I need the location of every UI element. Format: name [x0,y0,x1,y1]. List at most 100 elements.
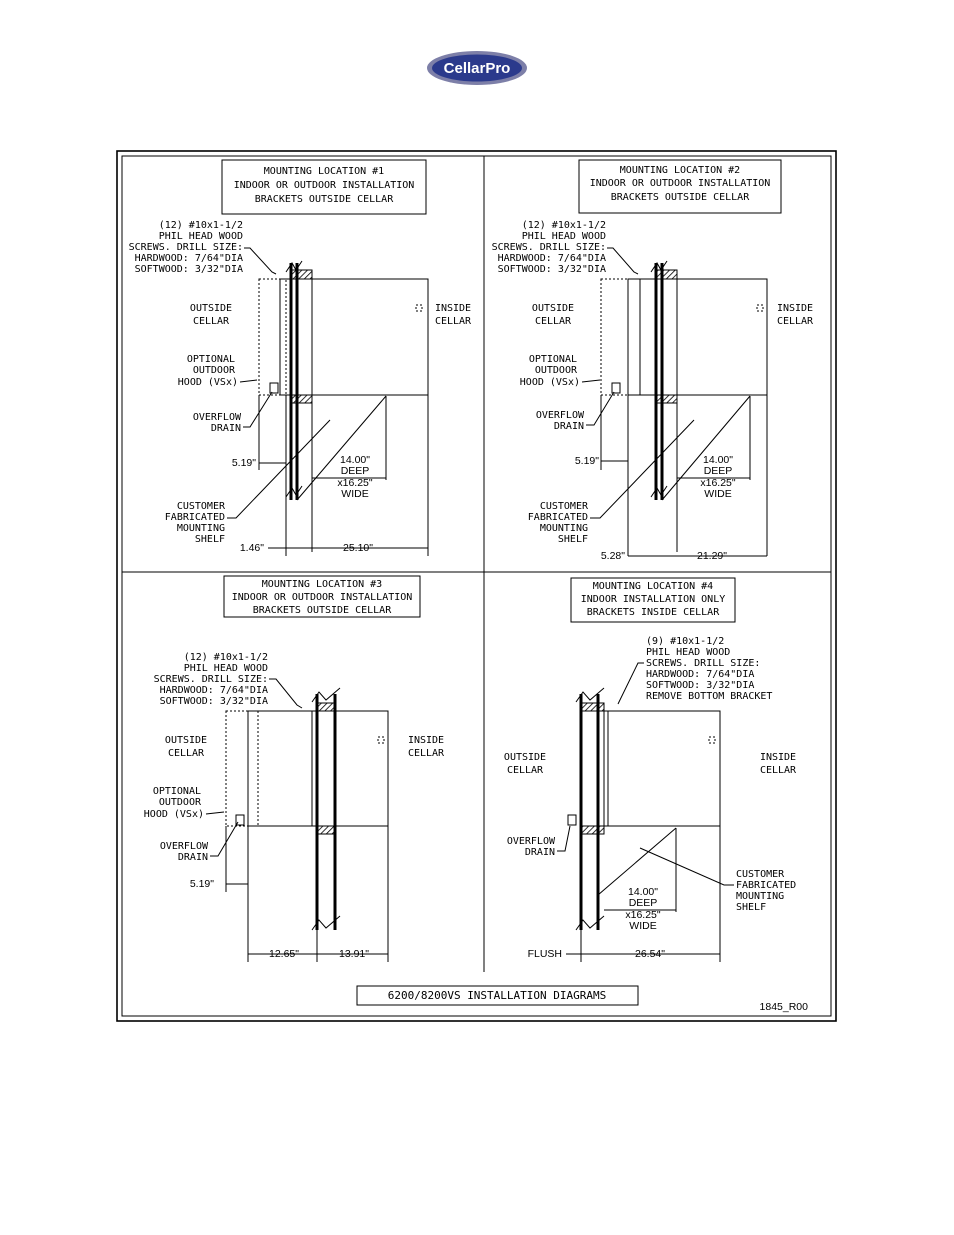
panel-1-drain-line-2: DRAIN [211,423,241,434]
panel-4-outside-line-2: CELLAR [507,765,544,776]
panel-4-screws-line-4: HARDWOOD: 7/64"DIA [646,669,754,680]
panel-3-screws-line-2: PHIL HEAD WOOD [184,663,268,674]
panel-3-bottom-bracket [317,825,336,835]
panel-1-shelf-dim-line-3: x16.25" [337,477,373,489]
panel-2-inside-line-1: INSIDE [777,303,813,314]
logo-text: CellarPro [444,60,511,77]
panel-1-drain-fitting [269,382,279,394]
panel-2-drain-line-1: OVERFLOW [536,410,585,421]
panel-3-dim-hood: 5.19" [190,878,214,890]
panel-2-drain-leader [586,391,615,426]
panel-3-outside-line-2: CELLAR [168,748,205,759]
panel-2-outside-line-2: CELLAR [535,316,572,327]
panel-2-shelf-brace [661,395,751,501]
panel-2-inside-line-2: CELLAR [777,316,814,327]
panel-1-shelf-dim-line-4: WIDE [341,488,368,500]
panel-1-shelf-label-line-3: MOUNTING [177,523,225,534]
panel-2-title-line-2: INDOOR OR OUTDOOR INSTALLATION [590,178,771,189]
panel-2-top-bracket [656,269,678,280]
panel-2-drain-line-2: DRAIN [554,421,584,432]
panel-3-dim-left: 12.65" [269,948,299,960]
panel-2-screws-line-1: (12) #10x1-1/2 [522,220,606,231]
panel-4-unit-vent [708,736,716,744]
panel-4-unit-body [603,710,721,827]
panel-2-outside-line-1: OUTSIDE [532,303,574,314]
footer-title: 6200/8200VS INSTALLATION DIAGRAMS [388,989,607,1002]
panel-3-dim-right: 13.91" [339,948,369,960]
panel-3-top-bracket [317,702,336,712]
panel-1-inside-line-1: INSIDE [435,303,471,314]
panel-4-screws-line-1: (9) #10x1-1/2 [646,636,724,647]
panel-1-shelf-label-line-1: CUSTOMER [177,501,226,512]
panel-2-dim-right: 21.29" [697,550,727,562]
panel-2-shelf-label-line-4: SHELF [558,534,588,545]
panel-1-dim-hood: 5.19" [232,457,256,469]
panel-3-screws-line-3: SCREWS. DRILL SIZE: [154,674,268,685]
panel-2-shelf-dim-line-1: 14.00" [703,454,733,466]
panel-3-hood-line-3: HOOD (VSx) [144,809,204,820]
panel-2-title-line-3: BRACKETS OUTSIDE CELLAR [611,192,750,203]
panel-1-drain-line-1: OVERFLOW [193,412,242,423]
panel-1-title-line-2: INDOOR OR OUTDOOR INSTALLATION [234,180,415,191]
panel-3-hood-line-1: OPTIONAL [153,786,201,797]
panel-1-title-line-1: MOUNTING LOCATION #1 [264,166,384,177]
panel-2-hood-line-2: OUTDOOR [535,365,578,376]
panel-4-shelf-leader [639,847,734,886]
panel-4-drain-fitting [567,814,577,826]
panel-4-wall-break-top [575,687,605,703]
panel-3-inside-line-2: CELLAR [408,748,445,759]
panel-1-screws-line-5: SOFTWOOD: 3/32"DIA [135,264,243,275]
panel-3-wall-break-bottom [311,915,341,931]
panel-3-unit-flange [311,710,318,827]
panel-3-title-line-3: BRACKETS OUTSIDE CELLAR [253,605,392,616]
panel-1-screws-line-4: HARDWOOD: 7/64"DIA [135,253,243,264]
panel-2-bottom-bracket [656,394,678,404]
panel-2-hood-line-1: OPTIONAL [529,354,577,365]
panel-mounting-location-3: MOUNTING LOCATION #3 INDOOR OR OUTDOOR I… [144,575,445,962]
panel-2-hood-leader [581,379,601,383]
panel-1-dim-left: 1.46" [240,542,264,554]
panel-3-title-line-1: MOUNTING LOCATION #3 [262,579,382,590]
panel-2-unit-body [661,278,768,396]
panel-3-drain-line-1: OVERFLOW [160,841,209,852]
panel-1-bottom-bracket [291,394,313,404]
panel-2-drain-fitting [611,382,621,394]
panel-2-shelf-leader [590,419,695,519]
panel-2-title-box [578,159,782,214]
panel-2-wall-break-top [650,260,668,273]
panel-4-shelf-label-line-2: FABRICATED [736,880,796,891]
panel-4-inside-line-2: CELLAR [760,765,797,776]
panel-4-screws-line-3: SCREWS. DRILL SIZE: [646,658,760,669]
panel-3-screws-line-1: (12) #10x1-1/2 [184,652,268,663]
panel-1-unit-body [296,278,429,396]
panel-2-shelf-label-line-1: CUSTOMER [540,501,589,512]
panel-4-screws-leader [617,662,644,705]
panel-2-screws-leader [607,247,639,275]
logo-inner-oval [432,54,522,82]
panel-3-drain-fitting [235,814,245,826]
panel-1-shelf-label-line-2: FABRICATED [165,512,225,523]
panel-4-title-line-2: INDOOR INSTALLATION ONLY [581,594,726,605]
panel-4-title-box [570,577,736,623]
panel-1-shelf-dim-line-2: DEEP [341,465,370,477]
panel-3-unit-inside-part [334,710,389,827]
panel-2-shelf-dim-line-4: WIDE [704,488,731,500]
panel-4-screws-line-6: REMOVE BOTTOM BRACKET [646,691,772,702]
panel-4-shelf-dim-line-2: DEEP [629,897,658,909]
panel-4-dim-right: 26.54" [635,948,665,960]
panel-1-shelf-leader [227,419,331,519]
panel-4-outside-line-1: OUTSIDE [504,752,546,763]
panel-1-hood-line-1: OPTIONAL [187,354,235,365]
inner-frame [121,155,832,1017]
outer-frame [116,150,837,1022]
panel-3-drain-line-2: DRAIN [178,852,208,863]
panel-4-shelf-label-line-3: MOUNTING [736,891,784,902]
panel-mounting-location-4: MOUNTING LOCATION #4 INDOOR INSTALLATION… [504,577,797,962]
panel-1-screws-line-2: PHIL HEAD WOOD [159,231,243,242]
panel-4-shelf-dim-line-3: x16.25" [625,909,661,921]
panel-2-shelf-dim-line-3: x16.25" [700,477,736,489]
panel-4-screws-line-2: PHIL HEAD WOOD [646,647,730,658]
panel-3-hood-outline [225,710,249,827]
panel-1-screws-line-3: SCREWS. DRILL SIZE: [129,242,243,253]
panel-2-hood-outline [600,278,629,396]
